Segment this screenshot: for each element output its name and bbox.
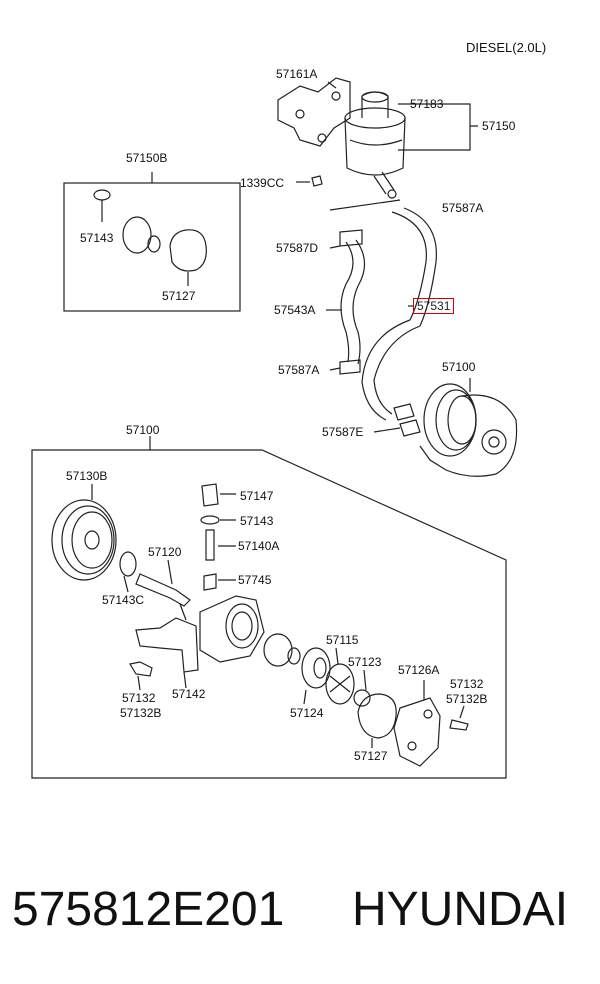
callout-57132-left: 57132 (122, 691, 156, 705)
callout-57587a-mid: 57587A (278, 363, 320, 377)
callout-57587d: 57587D (276, 241, 319, 255)
cam-ring (301, 647, 331, 689)
bolt-left (129, 661, 153, 677)
callout-57100-group: 57100 (126, 423, 160, 437)
callout-57150: 57150 (482, 119, 516, 133)
callout-57745: 57745 (238, 573, 272, 587)
callout-57543a: 57543A (274, 303, 316, 317)
callout-57143-kit: 57143 (80, 231, 114, 245)
callout-57531-highlighted: 57531 (413, 298, 455, 314)
rear-cover (393, 697, 441, 767)
callout-57183: 57183 (410, 97, 444, 111)
engine-variant-label: DIESEL(2.0L) (466, 40, 547, 55)
bolt-1339cc (311, 175, 323, 187)
callout-57100-pump: 57100 (442, 360, 476, 374)
callout-57150b: 57150B (126, 151, 168, 165)
pump-body (199, 595, 265, 663)
callout-57132-right: 57132 (450, 677, 484, 691)
drive-shaft (135, 573, 191, 607)
callout-57127-kit: 57127 (162, 289, 196, 303)
bolt-right (449, 719, 469, 731)
reservoir (344, 91, 406, 199)
parts-diagram (31, 77, 518, 779)
mounting-bracket (135, 617, 199, 673)
pump-assembly (419, 378, 518, 477)
callout-57126a: 57126A (398, 663, 440, 677)
callout-57123: 57123 (348, 655, 382, 669)
callout-57132b-right: 57132B (446, 692, 488, 706)
shaft-seal (119, 551, 137, 577)
footer-caption: 575812E201 HYUNDAI (12, 880, 588, 940)
callout-57115: 57115 (326, 633, 359, 647)
callout-57587a-top: 57587A (442, 201, 484, 215)
callout-57587e: 57587E (322, 425, 364, 439)
callout-57127-pump: 57127 (354, 749, 388, 763)
pulley (51, 484, 117, 581)
brand-name: HYUNDAI (352, 883, 569, 936)
callout-57142: 57142 (172, 687, 206, 701)
callout-57143-valve: 57143 (240, 514, 274, 528)
callout-57130b: 57130B (66, 469, 108, 483)
high-pressure-hose (361, 319, 421, 421)
callout-57120: 57120 (148, 545, 182, 559)
rotor (325, 663, 355, 705)
reservoir-bracket (277, 77, 351, 147)
part-number: 575812E201 (12, 883, 285, 936)
callout-57147: 57147 (240, 489, 274, 503)
flow-control-valve (205, 529, 215, 561)
callout-1339cc: 1339CC (240, 176, 285, 190)
callout-57124: 57124 (290, 706, 324, 720)
return-hose (391, 207, 437, 327)
callout-57161a: 57161A (276, 67, 318, 81)
callout-57140a: 57140A (238, 539, 280, 553)
union-fitting (201, 483, 219, 507)
suction-hose (340, 239, 366, 365)
callout-57132b-left: 57132B (120, 706, 162, 720)
gasket (357, 693, 397, 739)
callout-57143c: 57143C (102, 593, 145, 607)
